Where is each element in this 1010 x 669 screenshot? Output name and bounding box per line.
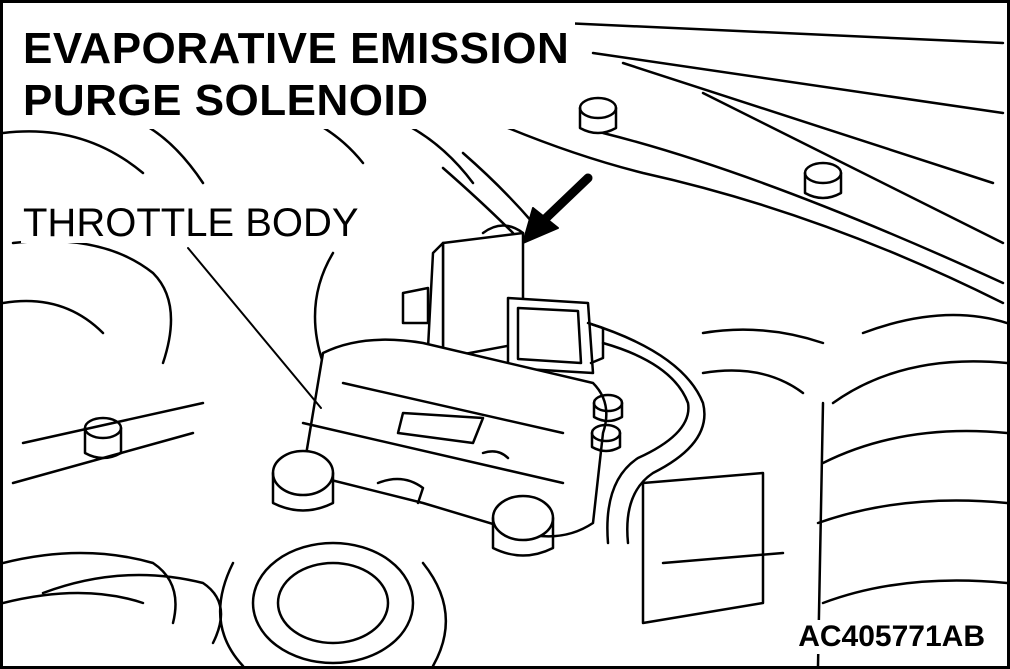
throttle-body-label: THROTTLE BODY (21, 203, 365, 243)
throttle-body-leader (187, 247, 322, 409)
pointer-arrow (522, 173, 593, 244)
engine-bay-illustration (3, 21, 1007, 666)
solenoid-label: EVAPORATIVE EMISSION PURGE SOLENOID (21, 21, 576, 129)
throttle-bolt (590, 423, 622, 453)
purge-solenoid (401, 224, 605, 375)
manifold-bolt (803, 161, 843, 200)
throttle-bolt (592, 393, 624, 423)
throttle-body (218, 338, 608, 666)
figure-id: AC405771AB (794, 620, 989, 654)
title-line-1: EVAPORATIVE EMISSION (23, 24, 570, 73)
manifold-bolt (578, 96, 618, 135)
left-hose (3, 401, 223, 645)
intake-manifold-panel (471, 21, 1005, 305)
right-canister (641, 313, 1007, 666)
title-line-2: PURGE SOLENOID (23, 76, 429, 125)
